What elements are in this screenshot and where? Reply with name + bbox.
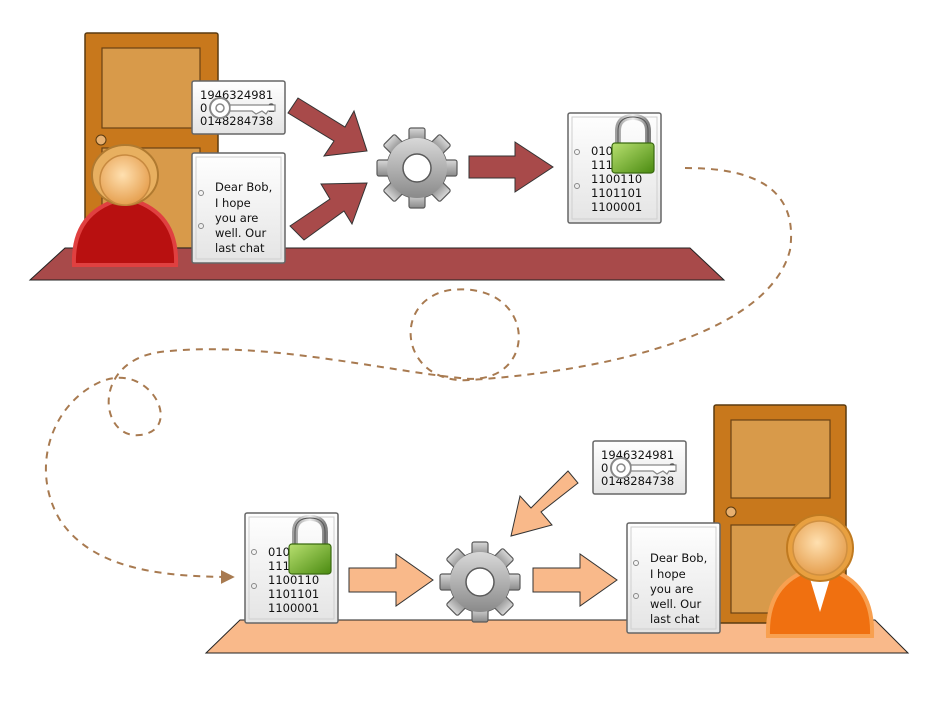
encrypt-gear-icon: [376, 127, 458, 209]
key-line-2a-lower: 0: [601, 461, 608, 475]
key-line-3: 0148284738: [200, 114, 273, 128]
sender-key-icon: [209, 97, 276, 119]
sender-door-knob: [95, 134, 107, 146]
key-line-3-lower: 0148284738: [601, 474, 674, 488]
cipher-to-gear-arrow: [348, 553, 434, 607]
cipher-line-3: 1100110: [591, 172, 642, 186]
padlock-icon-upper: [611, 113, 655, 174]
cipher-line-5-lower: 1100001: [268, 601, 319, 615]
decrypt-gear-icon: [439, 541, 521, 623]
message-line-3-lower: you are: [650, 582, 693, 596]
key-to-gear-arrow-lower: [510, 470, 579, 537]
receiver-key-card: 1946324981 0 2 0148284738: [592, 440, 687, 495]
sender-key-card: 1946324981 0 2 0148284738: [191, 80, 286, 135]
message-to-gear-arrow: [289, 182, 368, 241]
message-line-2: I hope: [215, 196, 251, 210]
receiver-door-panel-top: [730, 419, 831, 499]
encrypted-document-upper: 0100 1110 1100110 1101101 1100001: [567, 112, 662, 224]
message-line-1: Dear Bob,: [215, 180, 272, 194]
cipher-line-4: 1101101: [591, 186, 642, 200]
receiver-person-icon: [765, 514, 875, 638]
sender-person-icon: [71, 144, 179, 267]
padlock-icon-lower: [288, 514, 332, 575]
message-line-4-lower: well. Our: [650, 597, 702, 611]
receiver-key-icon: [610, 457, 677, 479]
cipher-line-3-lower: 1100110: [268, 573, 319, 587]
message-line-5: last chat: [215, 241, 265, 255]
receiver-message-document: Dear Bob, I hope you are well. Our last …: [626, 522, 721, 634]
gear-to-message-arrow: [532, 553, 618, 607]
message-line-3: you are: [215, 211, 258, 225]
gear-to-cipher-arrow: [468, 141, 554, 193]
message-line-1-lower: Dear Bob,: [650, 551, 707, 565]
message-line-5-lower: last chat: [650, 612, 700, 626]
sender-message-document: Dear Bob, I hope you are well. Our last …: [191, 152, 286, 264]
cipher-line-5: 1100001: [591, 200, 642, 214]
key-line-1: 1946324981: [200, 88, 273, 102]
sender-door-panel-top: [101, 47, 201, 129]
encrypted-document-lower: 0100 1110 1100110 1101101 1100001: [244, 512, 339, 624]
message-line-2-lower: I hope: [650, 567, 686, 581]
receiver-door-knob: [725, 506, 737, 518]
key-to-gear-arrow: [287, 97, 368, 157]
transmission-path: [45, 167, 793, 584]
message-line-4: well. Our: [215, 226, 267, 240]
key-line-2a: 0: [200, 101, 207, 115]
key-line-1-lower: 1946324981: [601, 448, 674, 462]
cipher-line-4-lower: 1101101: [268, 587, 319, 601]
